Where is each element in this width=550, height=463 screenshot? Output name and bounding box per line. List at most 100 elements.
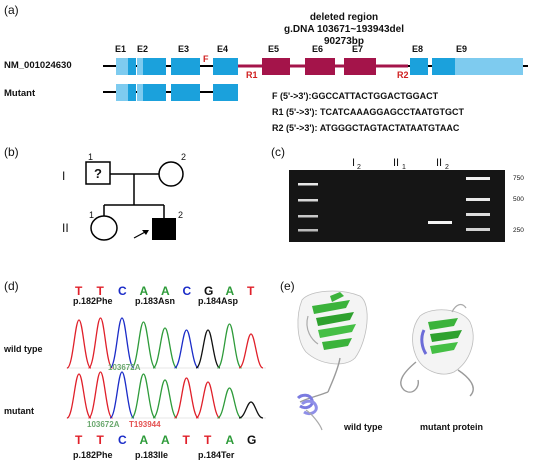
mutant-protein-structure <box>400 303 474 397</box>
proband-arrowhead-icon <box>142 230 149 235</box>
exon-e3 <box>171 58 200 75</box>
mut-position-label-2: T193944 <box>129 420 161 429</box>
exon-label-e1: E1 <box>115 44 126 54</box>
primer-f-label: F <box>203 54 209 64</box>
mut-base-7: T <box>204 433 212 447</box>
panel-label-e: (e) <box>280 279 295 293</box>
ladder-right-400 <box>466 213 490 216</box>
mut-position-label-1: 103672A <box>87 420 120 429</box>
lane-label-2: II <box>393 157 399 169</box>
mut-aa-183: p.183Ile <box>135 450 168 460</box>
wt-position-label: 103672A <box>108 363 141 372</box>
ladder-label-500: 500 <box>513 196 524 203</box>
gel-image <box>289 170 505 242</box>
ladder-right-250 <box>466 228 490 231</box>
ladder-left-400 <box>298 215 318 218</box>
exon-e9-utr <box>455 58 523 75</box>
wt-peak-8 <box>216 323 243 369</box>
lane-sub-3: 2 <box>445 164 449 171</box>
wt-peak-9 <box>238 333 264 369</box>
deleted-region-title: deleted region <box>310 12 378 23</box>
deleted-region-coords: g.DNA 103671~193943del <box>284 24 404 35</box>
primer-seq-r2: R2 (5'->3'): ATGGGCTAGTACTATAATGTAAC <box>272 123 460 133</box>
mutant-exon-e1-utr <box>116 84 128 101</box>
wt-base-5: A <box>161 284 170 298</box>
exon-label-e2: E2 <box>137 44 148 54</box>
primer-seq-r1: R1 (5'->3'): TCATCAAAGGAGCCTAATGTGCT <box>272 107 465 117</box>
wt-peak-1 <box>66 319 92 369</box>
wt-peak-2 <box>87 317 114 369</box>
lane-sub-2: 1 <box>402 164 406 171</box>
protein-label-mutant: mutant protein <box>420 422 483 432</box>
mutant-exon-e2 <box>143 84 166 101</box>
wt-base-3: C <box>118 284 127 298</box>
exon-label-e8: E8 <box>412 44 423 54</box>
sample-band-ii2 <box>428 221 452 224</box>
ladder-right-500 <box>466 198 490 201</box>
mut-base-3: C <box>118 433 127 447</box>
individual-ii2-id: 2 <box>178 210 183 220</box>
lane-label-3: II <box>436 157 442 169</box>
protein-label-wild-type: wild type <box>343 422 383 432</box>
exon-e1-utr <box>116 58 128 75</box>
mut-base-6: T <box>183 433 191 447</box>
ladder-left-750 <box>298 183 318 186</box>
mutant-trace <box>66 371 266 419</box>
primer-r1-label: R1 <box>246 70 258 80</box>
exon-label-e4: E4 <box>217 44 228 54</box>
mut-aa-184: p.184Ter <box>198 450 235 460</box>
exon-label-e3: E3 <box>178 44 189 54</box>
mut-peak-3 <box>109 371 135 419</box>
generation-i: I <box>62 169 65 183</box>
unknown-status-mark: ? <box>94 166 102 181</box>
mut-peak-6 <box>173 377 200 419</box>
mutant-exon-e2-utr <box>137 84 143 101</box>
panel-label-d: (d) <box>4 279 19 293</box>
label-mutant: mutant <box>4 406 34 416</box>
wt-base-8: A <box>226 284 235 298</box>
wt-peak-5 <box>152 327 178 369</box>
ladder-right-750 <box>466 177 490 180</box>
mut-peak-8 <box>217 387 242 419</box>
exon-e6 <box>305 58 335 75</box>
mutant-transcript-label: Mutant <box>4 88 36 99</box>
mut-base-5: A <box>161 433 170 447</box>
generation-ii: II <box>62 221 69 235</box>
exon-e1 <box>128 58 136 75</box>
exon-label-e9: E9 <box>456 44 467 54</box>
ladder-label-250: 250 <box>513 227 524 234</box>
exon-e2 <box>143 58 166 75</box>
individual-i2-id: 2 <box>181 152 186 162</box>
wt-base-6: C <box>183 284 192 298</box>
wt-base-9: T <box>247 284 255 298</box>
primer-seq-f: F (5'->3'):GGCCATTACTGGACTGGACT <box>272 91 439 101</box>
mutant-exon-e3 <box>171 84 200 101</box>
wt-peak-6 <box>173 329 200 369</box>
mut-peak-2 <box>87 371 114 419</box>
individual-ii2-affected-square <box>152 218 176 240</box>
individual-i1-square <box>85 161 111 185</box>
individual-ii1-circle <box>90 215 118 241</box>
primer-r2-label: R2 <box>397 70 409 80</box>
panel-label-b: (b) <box>4 145 19 159</box>
mut-base-1: T <box>75 433 83 447</box>
mut-peak-9 <box>238 401 264 419</box>
mut-peak-1 <box>66 373 92 419</box>
reference-transcript-label: NM_001024630 <box>4 60 72 71</box>
mut-aa-182: p.182Phe <box>73 450 113 460</box>
exon-e5 <box>262 58 290 75</box>
exon-label-e6: E6 <box>312 44 323 54</box>
label-wild-type: wild type <box>3 344 43 354</box>
individual-i1-id: 1 <box>88 152 93 162</box>
deleted-region-size: 90273bp <box>324 36 364 47</box>
ladder-left-250 <box>298 229 318 232</box>
individual-ii1-id: 1 <box>89 210 94 220</box>
mutant-exon-e1 <box>128 84 136 101</box>
ladder-left-500 <box>298 199 318 202</box>
panel-label-a: (a) <box>4 3 19 17</box>
individual-i2-circle <box>158 161 184 187</box>
wt-peak-7 <box>195 329 221 369</box>
